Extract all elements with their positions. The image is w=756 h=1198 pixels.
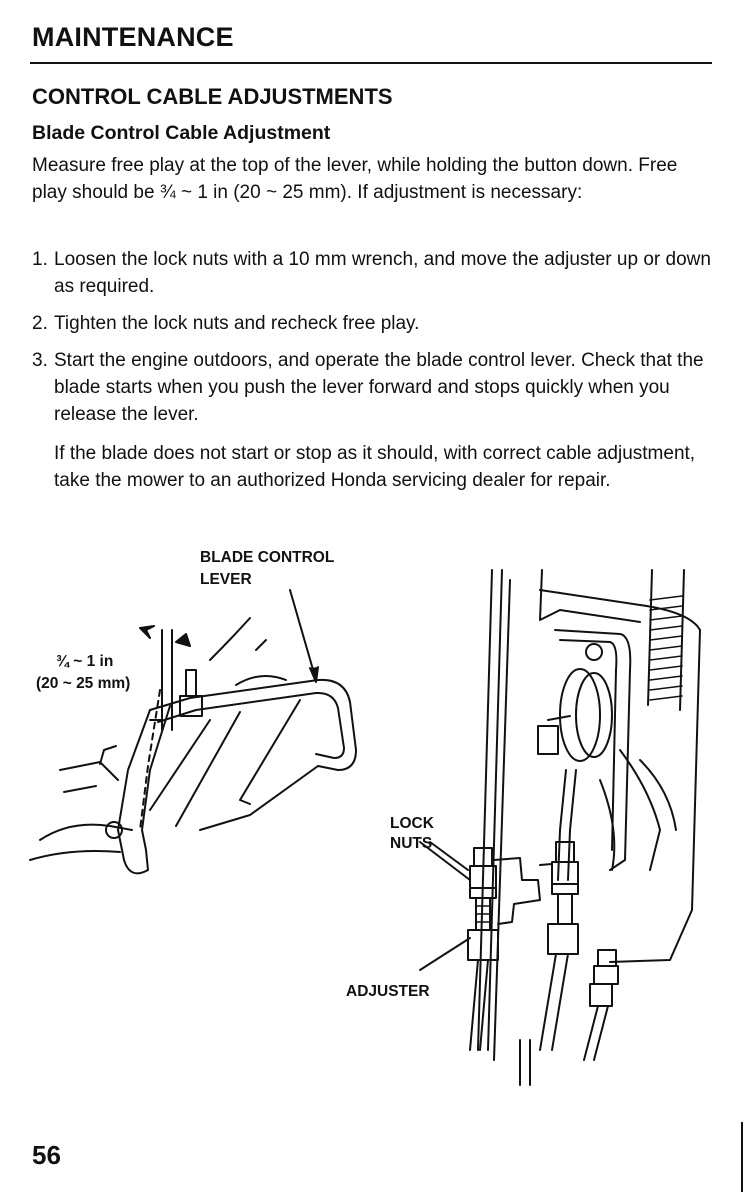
steps-list: 1. Loosen the lock nuts with a 10 mm wre… (32, 246, 712, 438)
locknuts-label-line1: LOCK (390, 815, 434, 832)
step-text: Loosen the lock nuts with a 10 mm wrench… (54, 249, 711, 297)
locknuts-label-line2: NUTS (390, 835, 433, 852)
illustration-drawing (29, 569, 701, 1086)
header-rule (30, 62, 712, 64)
freeplay-label-line2: (20 ~ 25 mm) (36, 675, 131, 692)
repair-note: If the blade does not start or stop as i… (54, 443, 696, 491)
cable-adjuster-drawing (419, 569, 701, 1086)
adjuster-label: ADJUSTER (346, 983, 430, 1000)
step-number: 2. (32, 313, 48, 334)
intro-paragraph: Measure free play at the top of the leve… (32, 155, 678, 203)
page-number: 56 (32, 1140, 61, 1170)
step-item: 1. Loosen the lock nuts with a 10 mm wre… (32, 246, 712, 300)
handle-lever-drawing (29, 589, 357, 875)
step-text: Start the engine outdoors, and operate t… (54, 350, 704, 425)
lever-label-line2: LEVER (200, 571, 252, 588)
subsection-title: Blade Control Cable Adjustment (32, 122, 331, 144)
freeplay-label-line1: ¾ ~ 1 in (56, 653, 114, 670)
adjustment-illustration: BLADE CONTROL LEVER ¾ ~ 1 in (20 ~ 25 mm… (0, 530, 756, 1090)
step-number: 3. (32, 350, 48, 371)
step-item: 3. Start the engine outdoors, and operat… (32, 347, 712, 428)
step-text: Tighten the lock nuts and recheck free p… (54, 313, 420, 334)
section-title: CONTROL CABLE ADJUSTMENTS (32, 84, 393, 109)
page-edge-mark (741, 1122, 743, 1192)
step-number: 1. (32, 249, 48, 270)
page-header: MAINTENANCE (32, 22, 234, 52)
lever-label-line1: BLADE CONTROL (200, 549, 335, 566)
step-item: 2. Tighten the lock nuts and recheck fre… (32, 310, 712, 337)
